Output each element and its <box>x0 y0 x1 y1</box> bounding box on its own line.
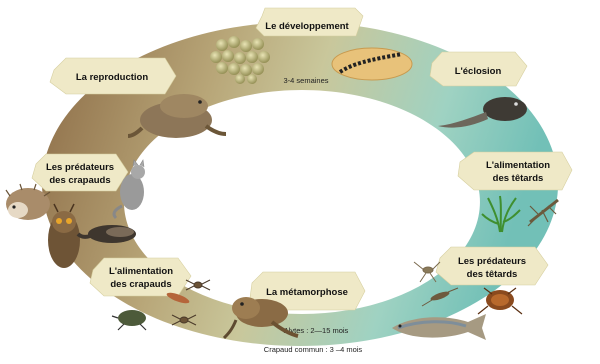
stage-label: des crapauds <box>110 279 171 290</box>
development-duration: 3-4 semaines <box>283 76 328 85</box>
stage-label: L'éclosion <box>455 66 502 77</box>
metamorphosis-duration-crapaud: Crapaud commun : 3 –4 mois <box>264 345 363 354</box>
stage-alimentation-tetards: L'alimentation des têtards <box>458 152 572 190</box>
stage-predateurs-tetards: Les prédateurs des têtards <box>436 247 548 285</box>
stage-eclosion: L'éclosion <box>430 52 527 86</box>
stage-label: Les prédateurs <box>46 162 114 173</box>
stage-reproduction: La reproduction <box>50 58 176 94</box>
stage-predateurs-crapauds: Les prédateurs des crapauds <box>32 154 128 191</box>
stage-label: des têtards <box>467 269 518 280</box>
stage-alimentation-crapauds: L'alimentation des crapauds <box>90 258 191 296</box>
stage-label: La métamorphose <box>266 287 348 298</box>
egg-string-icon <box>332 48 412 80</box>
stage-label: La reproduction <box>76 72 149 83</box>
spider-icon <box>186 280 210 290</box>
stage-label: L'alimentation <box>109 266 173 277</box>
stage-label: des têtards <box>493 173 544 184</box>
stage-developpement: Le développement <box>256 8 363 36</box>
stage-label: Le développement <box>265 21 349 32</box>
stage-label: Les prédateurs <box>458 256 526 267</box>
stage-label: des crapauds <box>49 175 110 186</box>
stage-label: L'alimentation <box>486 160 550 171</box>
beetle-icon <box>112 310 146 330</box>
